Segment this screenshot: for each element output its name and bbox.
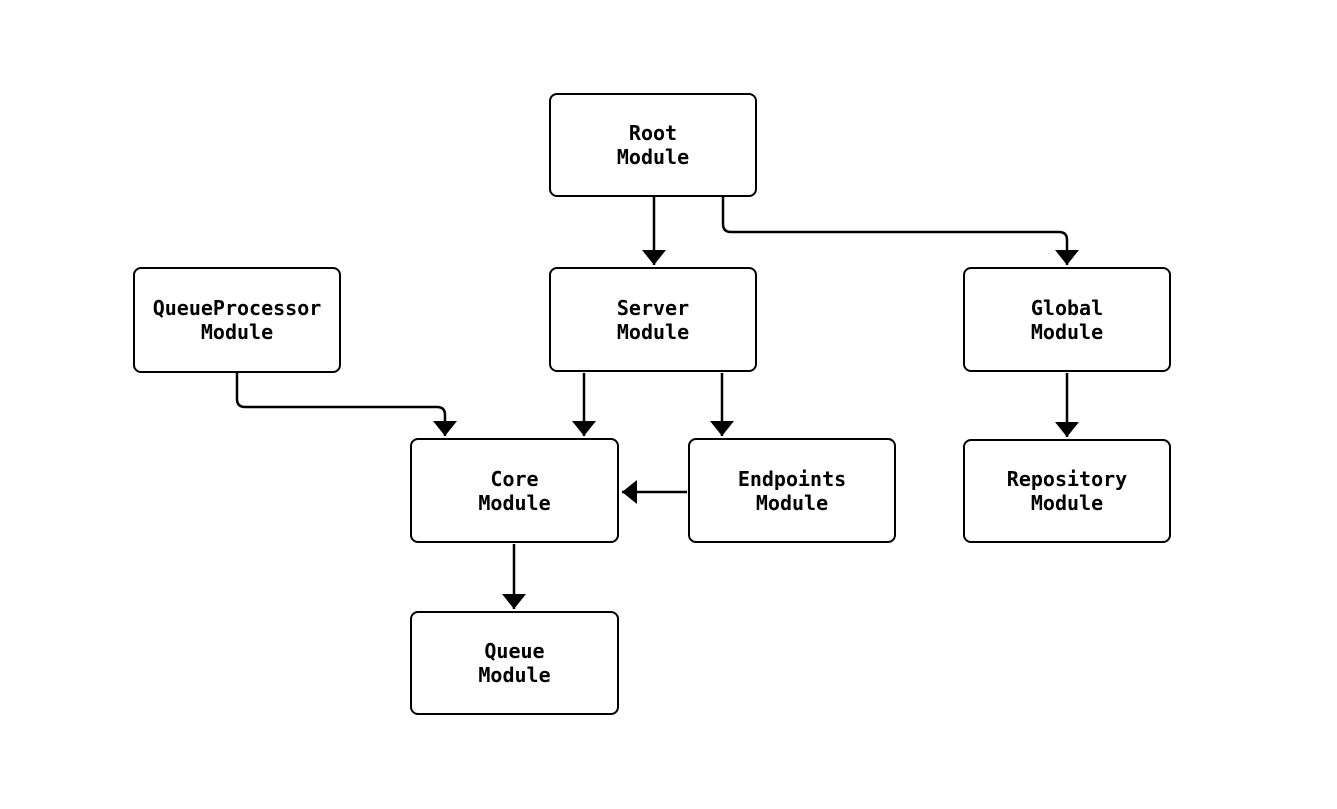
node-global-module: Global Module bbox=[963, 267, 1171, 372]
node-core-module: Core Module bbox=[410, 438, 619, 543]
node-endpoints-module: Endpoints Module bbox=[688, 438, 896, 543]
edge-queueprocessor-core bbox=[235, 373, 457, 436]
node-queueprocessor-module: QueueProcessor Module bbox=[133, 267, 341, 373]
node-server-module: Server Module bbox=[549, 267, 757, 372]
node-root-module: Root Module bbox=[549, 93, 757, 197]
node-repository-module: Repository Module bbox=[963, 439, 1171, 543]
node-queue-module: Queue Module bbox=[410, 611, 619, 715]
edge-root-global bbox=[721, 197, 1079, 265]
